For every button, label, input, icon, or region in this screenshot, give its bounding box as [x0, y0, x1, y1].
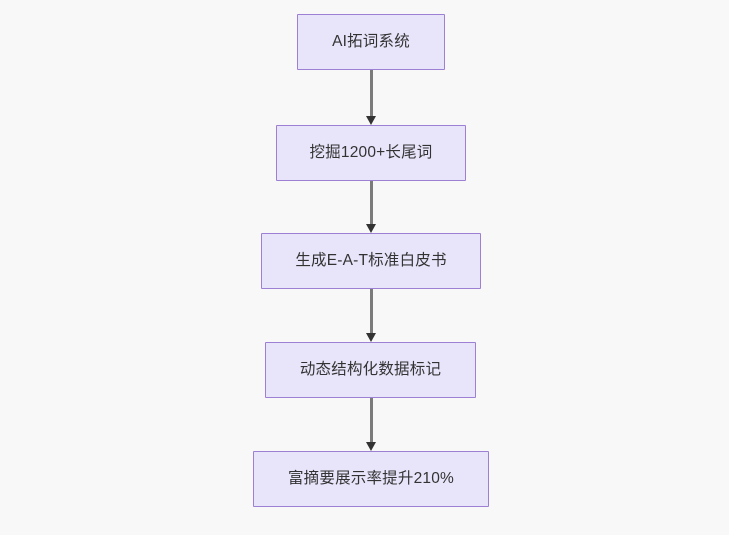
flowchart-node-label: 富摘要展示率提升210%	[287, 469, 455, 487]
flowchart-node-label: 挖掘1200+长尾词	[309, 143, 433, 161]
arrow-down-icon	[365, 116, 376, 125]
arrow-down-icon	[365, 442, 376, 451]
flowchart-node-dynamic-structured-data-markup[interactable]: 动态结构化数据标记	[265, 342, 476, 398]
flowchart-node-label: 动态结构化数据标记	[299, 360, 442, 378]
arrow-down-icon	[365, 333, 376, 342]
edge-line	[369, 181, 373, 224]
edge-line	[369, 289, 373, 333]
edge-line	[369, 398, 373, 442]
flowchart-node-mine-longtail-keywords[interactable]: 挖掘1200+长尾词	[276, 125, 466, 181]
flowchart-node-ai-keyword-system[interactable]: AI拓词系统	[297, 14, 445, 70]
flowchart-node-generate-eat-whitepaper[interactable]: 生成E-A-T标准白皮书	[261, 233, 481, 289]
flowchart-node-label: AI拓词系统	[332, 32, 410, 50]
flowchart-node-rich-snippet-uplift[interactable]: 富摘要展示率提升210%	[253, 451, 489, 507]
edge-line	[369, 70, 373, 116]
flowchart-node-label: 生成E-A-T标准白皮书	[295, 251, 447, 269]
arrow-down-icon	[365, 224, 376, 233]
